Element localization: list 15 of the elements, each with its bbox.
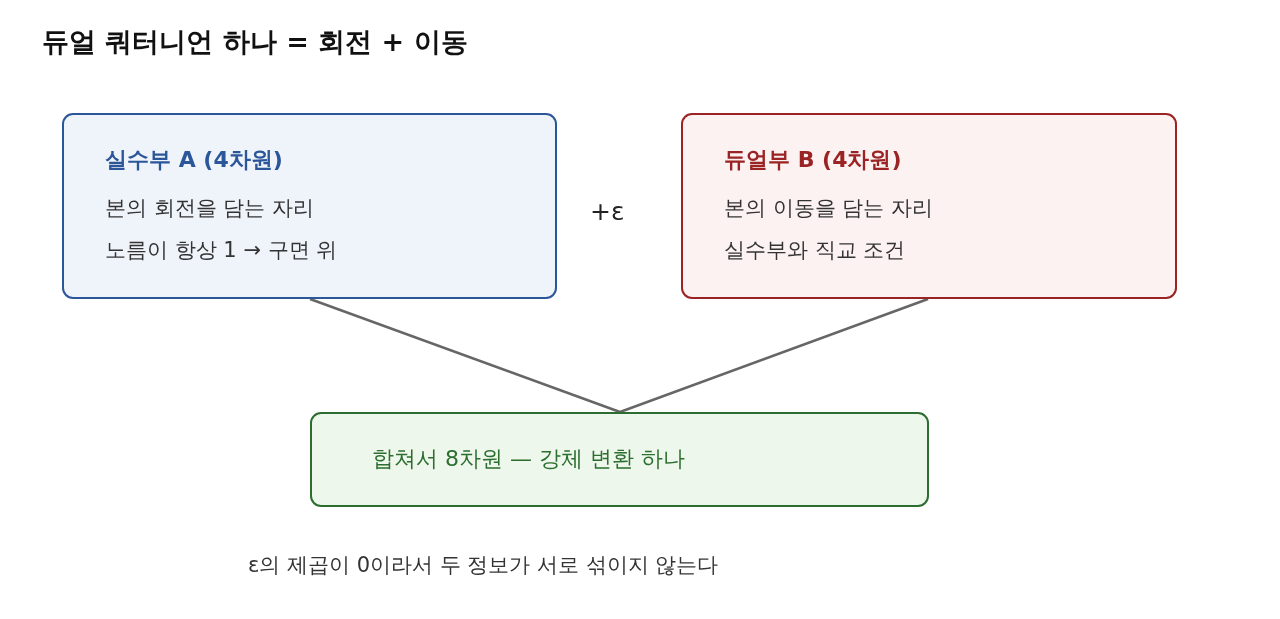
diagram-title: 듀얼 쿼터니언 하나 = 회전 + 이동 xyxy=(42,27,468,57)
connector-line xyxy=(619,297,929,414)
box-text: 본의 회전을 담는 자리 xyxy=(105,195,315,222)
info-box xyxy=(681,113,1177,299)
note-text: ε의 제곱이 0이라서 두 정보가 서로 섞이지 않는다 xyxy=(248,552,719,579)
connector-line xyxy=(309,297,621,414)
operator-label: +ε xyxy=(590,197,625,227)
box-heading: 듀얼부 B (4차원) xyxy=(724,146,902,174)
box-text: 본의 이동을 담는 자리 xyxy=(724,195,934,222)
info-box xyxy=(62,113,557,299)
box-text: 합쳐서 8차원 — 강체 변환 하나 xyxy=(372,444,685,473)
box-text: 실수부와 직교 조건 xyxy=(724,237,906,264)
box-text: 노름이 항상 1 → 구면 위 xyxy=(105,237,338,264)
info-box xyxy=(310,412,929,507)
box-heading: 실수부 A (4차원) xyxy=(105,146,283,174)
